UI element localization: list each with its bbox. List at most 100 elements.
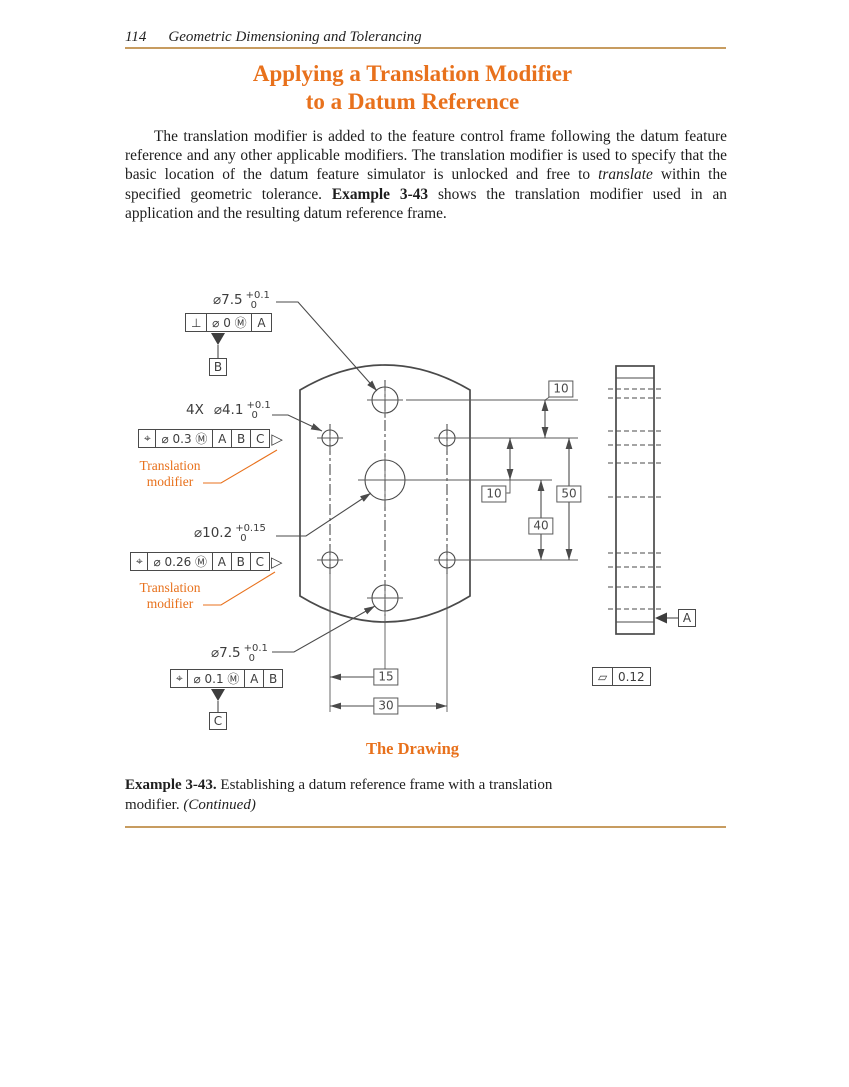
tolerance-lower: 0 <box>250 299 257 311</box>
page-header: 114 Geometric Dimensioning and Tolerancin… <box>125 29 422 46</box>
footer-rule <box>125 826 726 828</box>
position-symbol: ⌖ <box>138 429 157 448</box>
dimension-lines <box>330 395 573 710</box>
paragraph-text-3: shows the translation modifier used in a… <box>125 185 727 222</box>
fcf-datum-cell: B <box>231 429 252 448</box>
translation-modifier-icon: ▷ <box>271 552 283 571</box>
side-view-outline <box>615 365 655 635</box>
label-line: modifier <box>146 595 194 611</box>
callout-top-hole: ⌀7.5 +0.1 0 <box>213 291 270 310</box>
paragraph-italic-word: translate <box>598 166 653 184</box>
hole-center <box>358 453 412 507</box>
translation-modifier-label-1: Translation modifier <box>128 458 212 489</box>
translation-modifier-label-2: Translation modifier <box>128 580 212 611</box>
hole-upper-right <box>434 425 460 451</box>
callout-quantity: 4X <box>186 402 204 418</box>
dim-50: 50 <box>556 485 582 503</box>
page-title-line2: to a Datum Reference <box>305 89 520 114</box>
fcf-position-center: ⌖ ⌀ 0.26 Ⓜ A B C ▷ <box>130 552 283 571</box>
figure-caption-line2: modifier. (Continued) <box>125 796 705 816</box>
fcf-datum-cell: C <box>249 429 271 448</box>
callout-diameter: ⌀10.2 <box>194 525 233 541</box>
position-symbol: ⌖ <box>170 669 189 688</box>
fcf-datum-cell: B <box>230 552 251 571</box>
dim-15: 15 <box>373 668 399 686</box>
tolerance-upper: +0.1 <box>246 400 271 411</box>
callout-diameter: ⌀7.5 <box>213 292 243 308</box>
tolerance-upper: +0.1 <box>243 643 268 654</box>
fcf-position-bottom: ⌖ ⌀ 0.1 Ⓜ A B <box>170 669 284 688</box>
fcf-tolerance-cell: ⌀ 0.1 Ⓜ <box>187 669 246 688</box>
datum-b-triangle <box>211 333 225 345</box>
drawing-caption: The Drawing <box>365 739 460 758</box>
leader-bottom-callout <box>272 605 376 653</box>
fcf-tolerance-cell: ⌀ 0 Ⓜ <box>206 313 253 332</box>
orange-leader-1 <box>203 449 278 484</box>
running-title: Geometric Dimensioning and Tolerancing <box>168 29 422 45</box>
leader-lines <box>272 301 378 653</box>
dim-40: 40 <box>528 517 554 535</box>
figure-caption-continued: (Continued) <box>183 796 256 813</box>
fcf-position-4x: ⌖ ⌀ 0.3 Ⓜ A B C ▷ <box>138 429 283 448</box>
extension-lines <box>329 399 578 712</box>
fcf-datum-cell: B <box>263 669 284 688</box>
flatness-symbol: ▱ <box>592 667 614 686</box>
datum-label-a: A <box>678 609 696 627</box>
tolerance-upper: +0.15 <box>235 523 266 534</box>
callout-tolerance-stack: +0.1 0 <box>244 644 268 663</box>
fcf-datum-cell: A <box>251 313 272 332</box>
translation-modifier-icon: ▷ <box>271 429 283 448</box>
figure-caption-line1: Example 3-43. Establishing a datum refer… <box>125 776 705 796</box>
translation-modifier-leaders <box>203 449 278 606</box>
hole-lower-right <box>434 547 460 573</box>
fcf-datum-cell: C <box>249 552 270 571</box>
hole-upper-left <box>317 425 343 451</box>
figure-caption-example-ref: Example 3-43. <box>125 777 217 793</box>
paragraph-text-1: The translation modifier is added to the… <box>125 128 727 184</box>
leader-top-callout <box>276 301 378 392</box>
callout-tolerance-stack: +0.15 0 <box>235 524 266 543</box>
fcf-flatness: ▱ 0.12 <box>592 667 651 686</box>
dim-10-mid: 10 <box>481 485 507 503</box>
figure-caption-text: modifier. <box>125 796 184 813</box>
leader-center-callout <box>276 492 372 537</box>
position-symbol: ⌖ <box>130 552 149 571</box>
datum-c-triangle <box>211 689 225 701</box>
fcf-datum-cell: A <box>211 552 232 571</box>
fcf-tolerance-cell: ⌀ 0.3 Ⓜ <box>155 429 214 448</box>
header-rule <box>125 47 726 49</box>
datum-label-c: C <box>209 712 227 730</box>
page-number: 114 <box>125 29 147 45</box>
tolerance-lower: 0 <box>251 409 258 421</box>
paragraph-example-ref: Example 3-43 <box>331 185 429 203</box>
paragraph-text-2: within the specified geometric tolerance… <box>125 166 727 203</box>
perpendicularity-symbol: ⊥ <box>185 313 208 332</box>
body-paragraph: The translation modifier is added to the… <box>125 127 727 223</box>
label-line: Translation <box>139 580 201 595</box>
callout-tolerance-stack: +0.1 0 <box>246 291 270 310</box>
label-line: modifier <box>146 473 194 489</box>
tolerance-lower: 0 <box>240 532 247 544</box>
label-line: Translation <box>139 458 201 473</box>
hole-top <box>367 382 403 418</box>
leader-4x-callout <box>272 414 323 432</box>
hole-bottom <box>367 580 403 616</box>
orange-leader-2 <box>203 571 276 606</box>
tolerance-lower: 0 <box>248 652 255 664</box>
callout-4x-holes: 4X ⌀4.1 +0.1 0 <box>186 400 271 421</box>
fcf-tolerance-cell: 0.12 <box>611 667 651 686</box>
tolerance-upper: +0.1 <box>245 290 270 301</box>
callout-diameter: ⌀7.5 <box>211 645 241 661</box>
callout-center-hole: ⌀10.2 +0.15 0 <box>194 524 266 543</box>
datum-label-b: B <box>209 358 227 376</box>
figure-caption-text: Establishing a datum reference frame wit… <box>216 777 553 793</box>
datum-feature-symbols <box>211 333 678 712</box>
fcf-tolerance-cell: ⌀ 0.26 Ⓜ <box>147 552 214 571</box>
figure-caption: Example 3-43. Establishing a datum refer… <box>125 776 705 815</box>
plate-outline <box>299 364 471 623</box>
callout-diameter: ⌀4.1 <box>213 402 244 418</box>
front-view <box>299 364 471 623</box>
dim-30: 30 <box>373 697 399 715</box>
